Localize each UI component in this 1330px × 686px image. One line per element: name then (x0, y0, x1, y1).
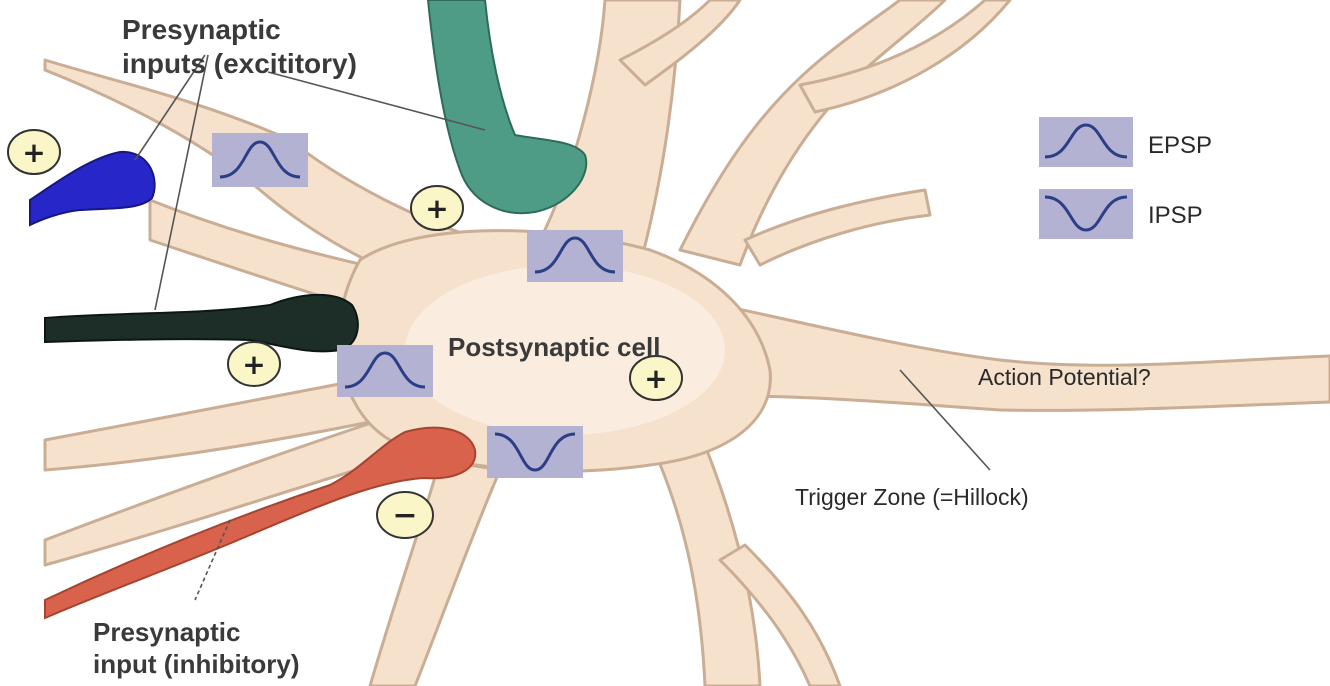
svg-text:+: + (425, 192, 448, 225)
sign-plus-4: + (629, 355, 683, 401)
dendrite-bottom-right (638, 408, 762, 686)
sign-plus-1: + (7, 129, 61, 175)
label-action-potential: Action Potential? (978, 364, 1151, 390)
pointer-lines (134, 54, 991, 601)
legend-epsp-label: EPSP (1148, 132, 1212, 159)
ipsp-box (487, 426, 583, 478)
terminal-dark-green (44, 293, 359, 353)
svg-text:−: − (392, 498, 417, 533)
label-inhibitory-line2: input (inhibitory) (93, 649, 300, 679)
dendrite-right-branch (743, 188, 932, 267)
svg-text:+: + (242, 348, 265, 381)
dendrite-bottom-middle (368, 458, 502, 686)
label-trigger-zone: Trigger Zone (=Hillock) (795, 484, 1029, 510)
legend-ipsp-label: IPSP (1148, 202, 1203, 229)
terminal-blue (29, 150, 156, 227)
dendrite-top-branch-left (618, 0, 742, 87)
label-excitatory-line1: Presynaptic (122, 14, 281, 45)
sign-minus: − (376, 491, 434, 539)
axon (638, 288, 1330, 412)
svg-text:+: + (644, 362, 667, 395)
dendrite-top-right-branch (798, 0, 1012, 114)
svg-text:+: + (22, 136, 45, 169)
legend-epsp: EPSP (1039, 117, 1212, 167)
label-postsynaptic-cell: Postsynaptic cell (448, 332, 660, 362)
epsp-box-1 (212, 133, 308, 187)
epsp-box-2 (527, 230, 623, 282)
epsp-box-3 (337, 345, 433, 397)
dendrite-top-right (678, 0, 947, 267)
label-excitatory-line2: inputs (excititory) (122, 48, 357, 79)
terminal-teal (426, 0, 588, 215)
sign-plus-3: + (227, 341, 281, 387)
label-inhibitory-line1: Presynaptic (93, 617, 240, 647)
legend: EPSP IPSP (1039, 117, 1212, 239)
terminal-red (44, 426, 477, 620)
sign-plus-2: + (410, 185, 464, 231)
legend-ipsp: IPSP (1039, 189, 1203, 239)
